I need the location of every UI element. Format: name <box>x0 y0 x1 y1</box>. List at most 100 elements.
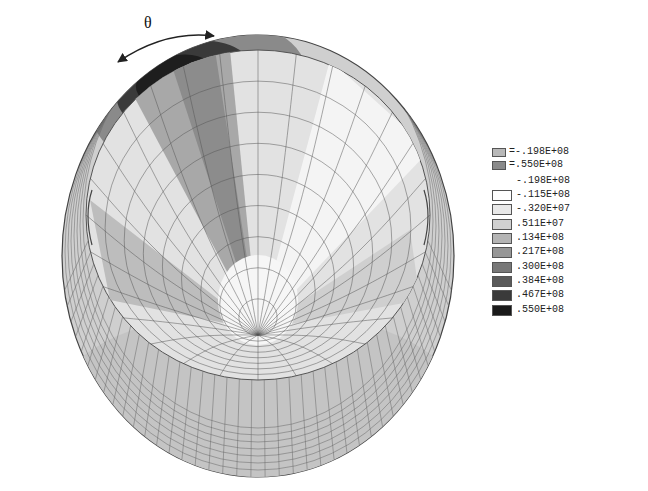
legend-entry: -.320E+07 <box>492 203 642 216</box>
legend-swatch <box>492 161 506 170</box>
mesh-radial <box>301 375 307 470</box>
legend-swatch <box>492 305 512 316</box>
mesh-radial <box>401 307 421 379</box>
legend-value: -.115E+08 <box>516 188 570 201</box>
legend-value: .550E+08 <box>516 303 564 316</box>
legend-swatch <box>492 219 512 230</box>
mesh-parallel <box>162 174 353 357</box>
mesh-parallel <box>143 143 372 363</box>
mesh-radial <box>407 297 428 366</box>
mesh-radial <box>223 377 227 473</box>
mesh-parallel <box>124 112 392 369</box>
legend-value: =-.198E+08 <box>509 145 569 158</box>
mesh-meridian <box>258 66 333 335</box>
mesh-parallel <box>105 81 411 374</box>
mesh-meridian <box>258 50 259 335</box>
mesh-radial <box>81 286 103 351</box>
mesh-parallel <box>201 237 316 347</box>
mesh-radial <box>237 379 240 476</box>
legend-value: .217E+08 <box>516 245 564 258</box>
mesh-radial <box>336 362 347 453</box>
legend-swatch <box>492 276 512 287</box>
mesh-radial <box>113 326 131 405</box>
mesh-meridian <box>90 252 258 335</box>
mesh-meridian <box>258 335 333 364</box>
legend-entry: -.198E+08 <box>492 175 642 188</box>
mesh-outer-ring <box>71 26 445 456</box>
mesh-meridian <box>220 54 258 335</box>
mesh-lines <box>64 14 451 477</box>
mesh-meridian <box>258 335 296 376</box>
mesh-meridian <box>258 318 392 335</box>
mesh-outer-ring <box>77 20 439 442</box>
legend-entry: .134E+08 <box>492 232 642 245</box>
mesh-radial <box>393 317 412 393</box>
angle-label: θ <box>144 14 152 32</box>
legend-entry: .300E+08 <box>492 261 642 274</box>
shell-inner-bowl <box>86 50 430 380</box>
mesh-radial <box>133 342 148 426</box>
mesh-meridian <box>258 335 259 380</box>
legend-value: -.320E+07 <box>516 202 570 215</box>
mesh-radial <box>422 264 445 322</box>
mesh-meridian <box>258 335 365 344</box>
mesh-radial <box>88 297 109 366</box>
mesh-meridian <box>124 112 258 335</box>
inner-bands <box>90 50 430 345</box>
mesh-radial <box>195 371 203 465</box>
mesh-meridian <box>220 335 258 376</box>
mesh-meridian <box>183 66 258 335</box>
legend-swatch <box>492 204 512 215</box>
mesh-radial <box>313 371 321 465</box>
mesh-outer-ring <box>65 32 451 470</box>
mesh-radial <box>347 356 359 445</box>
mesh-radial <box>123 334 140 416</box>
mesh-meridian <box>90 178 258 335</box>
contour-bands <box>58 0 458 490</box>
legend-swatch <box>492 262 512 273</box>
mesh-outer-ring <box>74 23 442 449</box>
legend-value: .134E+08 <box>516 231 564 244</box>
mesh-meridian <box>151 335 258 344</box>
mesh-radial <box>325 367 334 460</box>
mesh-radial <box>169 362 180 453</box>
legend-value: =.550E+08 <box>509 158 563 171</box>
legend-entry: =-.198E+08 <box>492 146 642 159</box>
rim-opening <box>88 190 92 245</box>
mesh-radial <box>64 241 88 291</box>
mesh-meridian <box>86 215 258 335</box>
rim-opening <box>424 190 428 245</box>
mesh-meridian <box>258 54 296 335</box>
mesh-meridian <box>103 287 258 335</box>
mesh-parallel <box>182 206 335 353</box>
mesh-outer-ring <box>83 14 433 428</box>
legend-value: -.198E+08 <box>516 174 570 187</box>
legend-entry: =.550E+08 <box>492 159 642 172</box>
legend-swatch <box>492 190 512 201</box>
mesh-radial <box>425 253 448 307</box>
mesh-radial <box>413 286 435 351</box>
legend-swatch <box>492 233 512 244</box>
mesh-radial <box>418 275 440 336</box>
mesh-meridian <box>258 287 413 335</box>
mesh-meridian <box>258 86 365 335</box>
mesh-radial <box>145 350 159 437</box>
mesh-radial <box>385 326 403 405</box>
legend-entry: .550E+08 <box>492 304 642 317</box>
mesh-radial <box>264 380 266 477</box>
mesh-radial <box>71 264 94 322</box>
mesh-radial <box>289 377 293 473</box>
mesh-radial <box>367 342 382 426</box>
legend-value: .300E+08 <box>516 260 564 273</box>
legend-entry: .511E+07 <box>492 218 642 231</box>
mesh-radial <box>76 275 98 336</box>
mesh-radial <box>95 307 115 379</box>
mesh-radial <box>250 380 252 477</box>
mesh-meridian <box>258 178 426 335</box>
mesh-radial <box>157 356 169 445</box>
legend-swatch <box>492 290 512 301</box>
legend-entry: .467E+08 <box>492 289 642 302</box>
legend-value: .384E+08 <box>516 274 564 287</box>
